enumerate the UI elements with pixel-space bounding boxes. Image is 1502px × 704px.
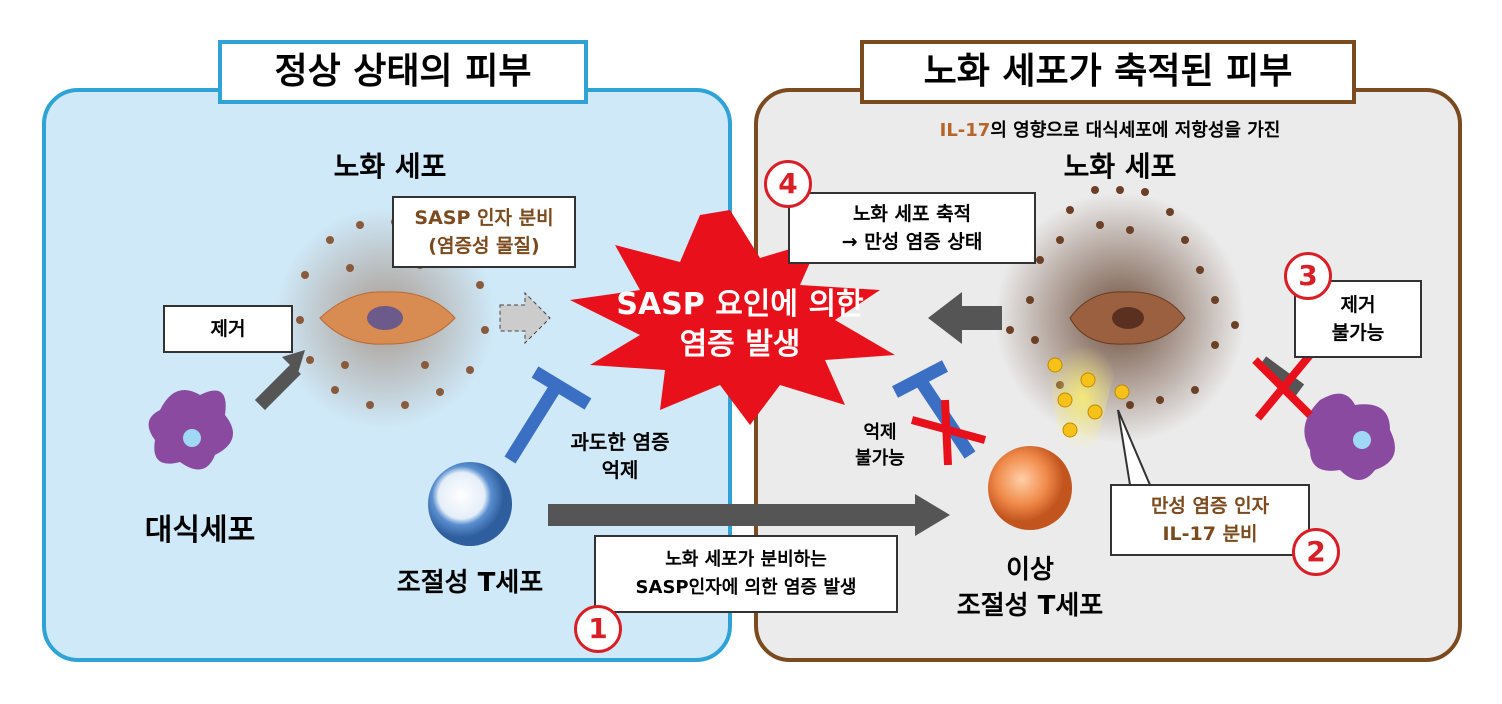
step2-number: 2 — [1292, 528, 1340, 576]
removal-arrow-blocked — [1257, 356, 1305, 396]
abnormal-treg-label: 이상 조절성 T세포 — [920, 552, 1140, 624]
step1-box: 노화 세포가 분비하는 SASP인자에 의한 염증 발생 — [594, 535, 898, 613]
treg-label: 조절성 T세포 — [396, 568, 544, 598]
abnormal-treg-cell — [988, 446, 1072, 530]
suppress-inhibitor-left — [504, 366, 592, 464]
step1-number: 1 — [574, 605, 622, 653]
suppress-fail-line1: 억제 — [863, 422, 897, 443]
senescent-cell-label-left: 노화 세포 — [333, 150, 447, 183]
step1-line1: 노화 세포가 분비하는 — [665, 549, 827, 570]
right-panel-title: 노화 세포가 축적된 피부 — [860, 40, 1356, 104]
macrophage-label: 대식세포 — [144, 513, 256, 548]
arrow-to-burst-right — [928, 292, 1002, 344]
removal-label: 제거 — [163, 305, 293, 353]
step4-line2: → 만성 염증 상태 — [841, 231, 983, 253]
suppress-label: 과도한 염증 억제 — [545, 428, 695, 484]
step4-box: 노화 세포 축적 → 만성 염증 상태 — [788, 192, 1036, 264]
senescent-cell-label-right: 노화 세포 — [1063, 150, 1177, 183]
step3-number: 3 — [1284, 252, 1332, 300]
step2-box: 만성 염증 인자 IL-17 분비 — [1110, 484, 1310, 556]
step3-line1: 제거 — [1340, 294, 1376, 316]
step1-line2: SASP인자에 의한 염증 발생 — [635, 577, 857, 598]
right-subtitle: IL-17의 영향으로 대식세포에 저항성을 가진 — [860, 116, 1360, 142]
macrophage-right — [1304, 393, 1395, 480]
burst-line1: SASP 요인에 의한 — [616, 287, 864, 322]
sasp-box: SASP 인자 분비 (염증성 물질) — [392, 196, 576, 268]
cross-icon — [910, 399, 987, 466]
suppress-line1: 과도한 염증 — [570, 430, 670, 454]
treg-cell-left — [428, 462, 512, 546]
inflammation-burst — [570, 210, 895, 425]
suppress-fail-label: 억제 불가능 — [830, 420, 930, 472]
step2-line2: IL-17 분비 — [1162, 523, 1258, 545]
burst-line2: 염증 발생 — [679, 327, 801, 362]
step4-line1: 노화 세포 축적 — [852, 203, 972, 225]
subtitle-highlight: IL-17 — [939, 120, 991, 141]
step3-box: 제거 불가능 — [1294, 280, 1422, 358]
abnormal-treg-line1: 이상 — [1006, 555, 1054, 585]
senescent-cell-right — [995, 186, 1245, 450]
burst-text: SASP 요인에 의한 염증 발생 — [580, 285, 900, 365]
macrophage-left — [148, 390, 233, 470]
left-panel-title: 정상 상태의 피부 — [218, 40, 588, 104]
treg-transition-arrow — [548, 494, 950, 536]
step3-line2: 불가능 — [1331, 322, 1385, 344]
sasp-dashed-arrow — [499, 291, 551, 345]
suppress-fail-line2: 불가능 — [855, 448, 905, 469]
abnormal-treg-line2: 조절성 T세포 — [956, 591, 1104, 621]
step4-number: 4 — [764, 160, 812, 208]
suppress-line2: 억제 — [601, 458, 639, 482]
subtitle-rest: 의 영향으로 대식세포에 저항성을 가진 — [990, 120, 1281, 141]
sasp-line2: (염증성 물질) — [428, 235, 540, 257]
step2-line1: 만성 염증 인자 — [1150, 495, 1270, 517]
sasp-line1: SASP 인자 분비 — [414, 207, 554, 229]
cross-icon — [1252, 352, 1314, 421]
